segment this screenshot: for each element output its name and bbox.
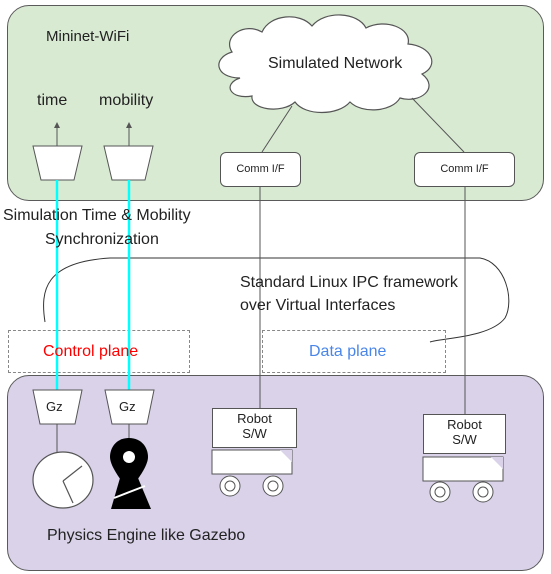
network-label: Simulated Network — [268, 55, 403, 72]
ipc-label-line1: Standard Linux IPC framework — [240, 274, 458, 291]
cloud-link-right — [411, 97, 465, 153]
robot-sw-left: Robot S/W — [212, 408, 297, 448]
comm-if-left: Comm I/F — [220, 152, 301, 187]
control-plane-box — [8, 330, 190, 373]
sync-label-line2: Synchronization — [45, 231, 159, 248]
data-plane-box — [262, 330, 446, 373]
map-pin-icon — [110, 438, 151, 509]
ipc-label-line2: over Virtual Interfaces — [240, 297, 396, 314]
robot-sw-label: Robot — [237, 411, 272, 426]
gz-trapezoid-time — [32, 389, 83, 425]
data-plane-label: Data plane — [309, 343, 387, 360]
ipc-bracket — [43, 257, 510, 343]
sync-label-line1: Simulation Time & Mobility — [3, 207, 191, 224]
robot-sw-label: S/W — [452, 432, 477, 447]
gz-trapezoid-mobility — [104, 389, 155, 425]
mobility-trapezoid — [103, 145, 154, 181]
comm-if-right: Comm I/F — [414, 152, 515, 187]
time-trapezoid — [32, 145, 83, 181]
control-plane-label: Control plane — [43, 343, 139, 360]
gz-label-mobility: Gz — [119, 399, 136, 414]
mininet-title: Mininet-WiFi — [46, 28, 130, 45]
robot-sw-label: S/W — [242, 426, 267, 441]
gz-label-time: Gz — [46, 399, 63, 414]
robot-sw-right: Robot S/W — [423, 414, 506, 454]
cloud-link-left — [261, 105, 293, 153]
robot-body-right — [422, 456, 504, 482]
mobility-label: mobility — [99, 92, 154, 109]
robot-sw-label: Robot — [447, 417, 482, 432]
gazebo-title: Physics Engine like Gazebo — [47, 527, 246, 544]
robot-body-left — [211, 449, 293, 475]
clock-icon — [32, 451, 94, 509]
time-label: time — [37, 92, 68, 109]
cloud-shape — [218, 14, 433, 113]
